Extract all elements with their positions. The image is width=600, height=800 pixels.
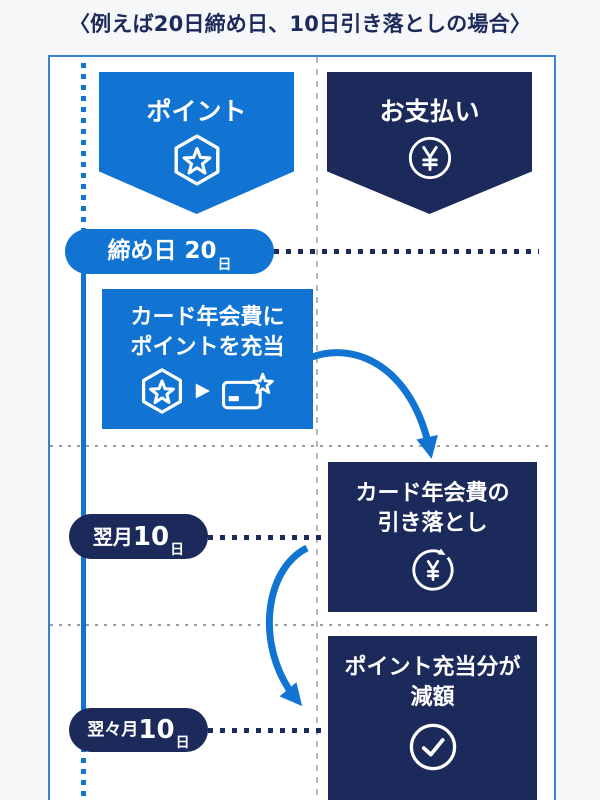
points-deduction-line2: 減額 [410,684,455,710]
next-month-prefix: 翌月 [92,524,133,549]
annual-fee-debit-line2: 引き落とし [377,510,488,536]
next-month-number: 10 [132,521,170,552]
section-divider-line-2 [50,624,554,626]
hexagon-star-icon [141,368,183,415]
section-divider-line-1 [50,445,554,447]
payment-column-banner: お支払い [327,72,532,214]
yen-refresh-icon [411,548,454,592]
check-circle-icon [409,724,456,771]
closing-date-unit: 日 [217,257,232,273]
annual-fee-debit-event-box: カード年会費の 引き落とし [328,462,537,612]
next-month-dotted-line [208,535,328,540]
month-after-next-dotted-line [208,728,328,733]
page-title: 〈例えば20日締め日、10日引き落としの場合〉 [68,12,532,36]
timeline-dotted-bottom [81,714,86,800]
month-after-next-unit: 日 [175,735,190,751]
month-after-next-prefix: 翌々月 [87,719,139,740]
apply-points-line1: カード年会費に [130,305,285,330]
points-column-banner: ポイント [99,72,294,214]
column-divider-dashed-line [316,57,318,800]
play-icon [195,383,210,399]
card-star-icon [222,373,274,410]
closing-date-dotted-line [274,249,539,254]
payment-column-label: お支払い [379,97,480,126]
timeline-solid-line [81,231,86,717]
curved-arrow-down-icon [265,544,309,707]
month-after-next-number: 10 [138,715,175,745]
apply-points-event-box: カード年会費に ポイントを充当 [102,289,313,429]
hexagon-star-icon [174,134,219,186]
points-column-label: ポイント [146,97,247,126]
timeline-dotted-top [81,63,86,233]
annual-fee-debit-line1: カード年会費の [355,481,510,506]
yen-circle-icon [408,136,451,180]
points-deduction-line1: ポイント充当分が [344,655,521,680]
points-deduction-event-box: ポイント充当分が 減額 [328,636,537,800]
closing-date-text: 締め日 20 [107,238,217,264]
curved-arrow-down-right-icon [310,349,438,459]
next-month-unit: 日 [170,542,185,558]
apply-points-line2: ポイントを充当 [130,334,285,360]
apply-points-icon-row [139,368,276,415]
